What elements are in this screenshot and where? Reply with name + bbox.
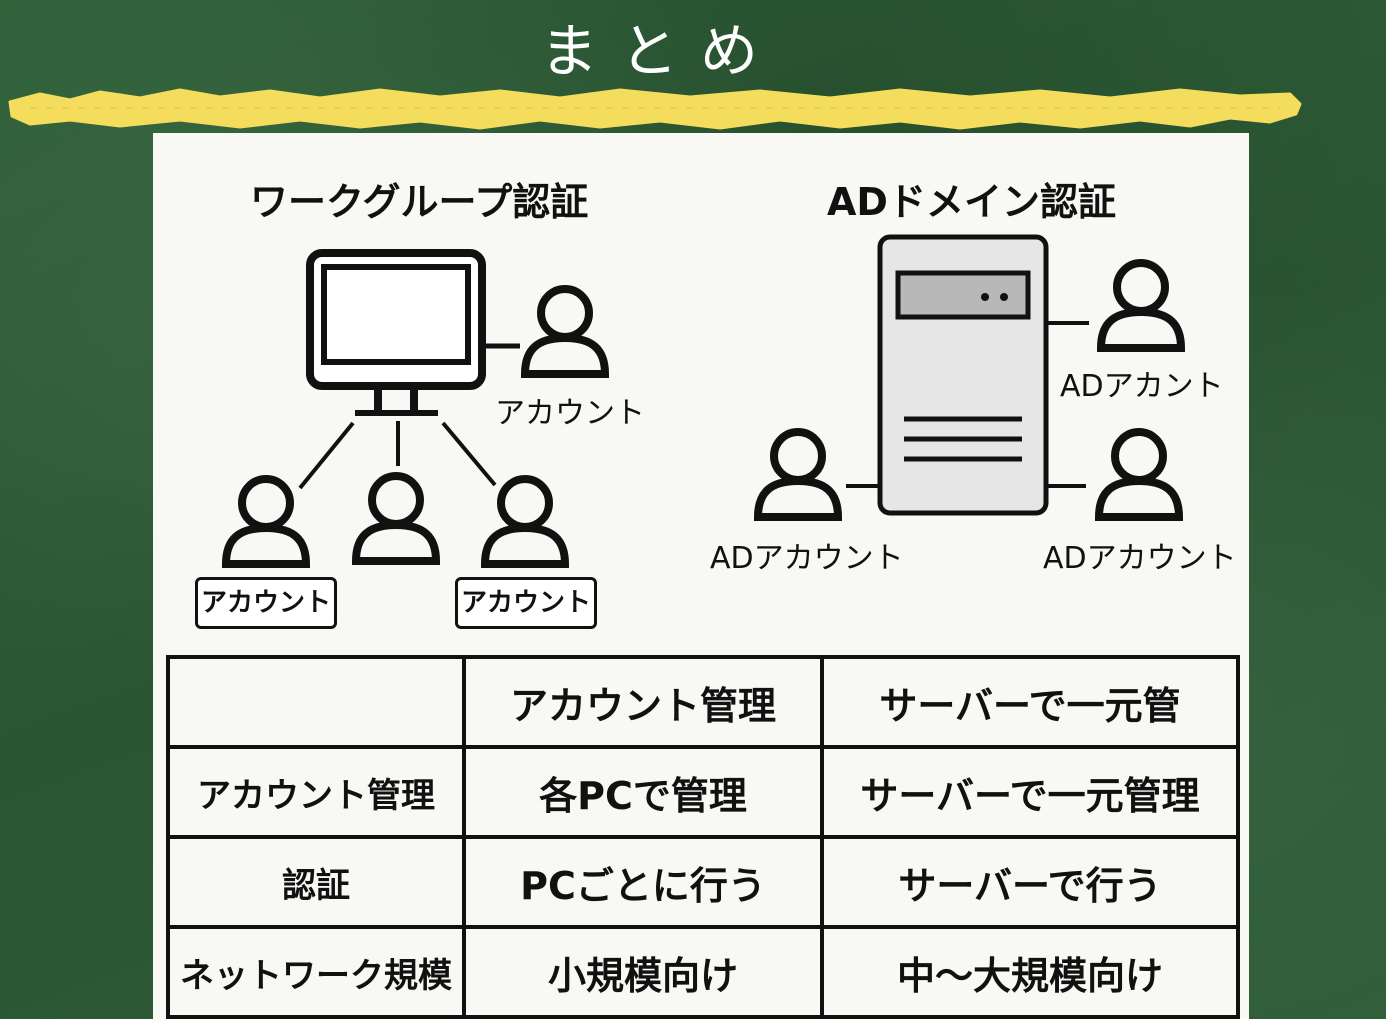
table-cell: サーバーで一元管理 — [820, 745, 1240, 839]
comparison-table: アカウント管理 サーバーで一元管 アカウント管理 各PCで管理 サーバーで一元管… — [166, 655, 1240, 1019]
table-row: ネットワーク規模 小規模向け 中〜大規模向け — [166, 925, 1240, 1019]
table-header-cell — [166, 655, 466, 749]
table-row-header: 認証 — [166, 835, 466, 929]
table-cell: サーバーで行う — [820, 835, 1240, 929]
user-icon — [351, 472, 441, 565]
user-icon — [520, 285, 610, 378]
table-cell: 小規模向け — [462, 925, 824, 1019]
ad-account-label-bottom-left: ADアカウント — [710, 541, 904, 576]
user-icon — [480, 475, 570, 568]
table-row: アカウント管理 各PCで管理 サーバーで一元管理 — [166, 745, 1240, 839]
monitor-icon — [306, 249, 486, 416]
ad-account-label-bottom-right: ADアカウント — [1043, 541, 1237, 576]
ad-account-label-top-right: ADアカント — [1060, 369, 1224, 404]
table-row-header: ネットワーク規模 — [166, 925, 466, 1019]
user-icon — [1094, 428, 1184, 521]
table-header-row: アカウント管理 サーバーで一元管 — [166, 655, 1240, 749]
table-cell: 各PCで管理 — [462, 745, 824, 839]
user-icon — [221, 475, 311, 568]
user-icon — [1096, 259, 1186, 352]
table-cell: 中〜大規模向け — [820, 925, 1240, 1019]
user-icon — [753, 428, 843, 521]
auth-diagram — [221, 234, 1186, 568]
connector-line — [441, 421, 497, 487]
ad-domain-title: ADドメイン認証 — [827, 180, 1116, 224]
table-header-cell: サーバーで一元管 — [820, 655, 1240, 749]
account-box-right: アカウント — [455, 577, 597, 629]
account-box-left: アカウント — [195, 577, 337, 629]
summary-board: ワークグループ認証 ADドメイン認証 — [153, 133, 1249, 1019]
workgroup-title: ワークグループ認証 — [250, 180, 589, 224]
page-title: まとめ — [539, 17, 780, 85]
table-cell: PCごとに行う — [462, 835, 824, 929]
connector-line — [298, 421, 355, 490]
server-icon — [877, 234, 1049, 516]
table-header-cell: アカウント管理 — [462, 655, 824, 749]
table-row: 認証 PCごとに行う サーバーで行う — [166, 835, 1240, 929]
chalk-underline — [8, 88, 1302, 130]
pc-account-label: アカウント — [495, 396, 645, 431]
table-row-header: アカウント管理 — [166, 745, 466, 839]
